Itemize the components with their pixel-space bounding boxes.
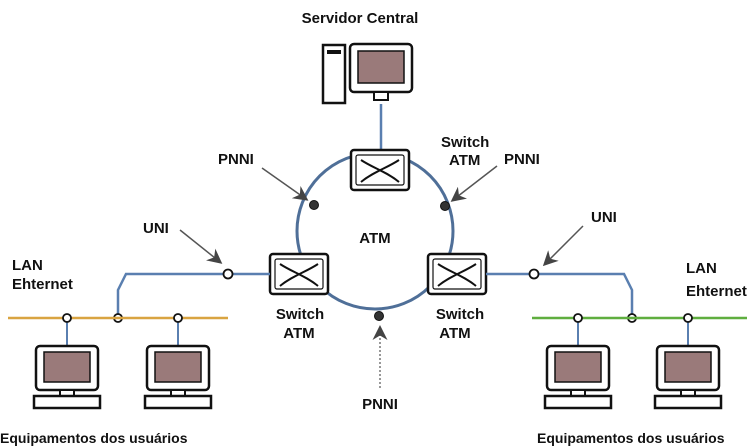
lan-left-tap-2 [173,313,183,323]
uni-right-link [486,272,634,318]
atm-switch-icon-top [349,148,411,192]
switch-top-label-1: Switch [441,134,489,151]
monitor-icon [143,344,213,410]
uni-right-arrow-icon [542,225,584,267]
lan-left-label-1: LAN [12,257,43,274]
lan-right-label-2: Ehternet [686,283,747,300]
switch-right-label-1: Switch [436,306,484,323]
switch-top-label-2: ATM [449,152,480,169]
lan-right-tap-2 [683,313,693,323]
lan-right-tap-1 [573,313,583,323]
uni-left-port [222,268,234,280]
pnni-left-label: PNNI [218,151,254,168]
monitor-icon [32,344,102,410]
pnni-port-bottom [374,311,384,321]
users-right-label: Equipamentos dos usuários [537,430,725,446]
ring-label: ATM [359,230,390,247]
lan-right-label-1: LAN [686,260,717,277]
pnni-bottom-label: PNNI [362,396,398,413]
uni-left-label: UNI [143,220,169,237]
atm-switch-icon-left [268,252,330,296]
monitor-icon [543,344,613,410]
lan-left-label-2: Ehternet [12,276,73,293]
monitor-icon [653,344,723,410]
uni-right-label: UNI [591,209,617,226]
switch-left-label-2: ATM [283,325,314,342]
pnni-left-arrow-icon [261,167,309,201]
users-left-label: Equipamentos dos usuários [0,430,188,446]
uni-left-arrow-icon [179,229,223,264]
switch-left-label-1: Switch [276,306,324,323]
lan-left-tap-1 [62,313,72,323]
server-tower-icon [321,43,347,105]
server-monitor-icon [348,42,414,101]
server-label: Servidor Central [302,10,419,27]
uni-right-port [528,268,540,280]
uni-left-link [116,272,270,318]
atm-switch-icon-right [426,252,488,296]
pnni-port-left [309,200,319,210]
pnni-right-label: PNNI [504,151,540,168]
pnni-right-arrow-icon [450,165,498,202]
switch-right-label-2: ATM [439,325,470,342]
pnni-port-right [440,201,450,211]
